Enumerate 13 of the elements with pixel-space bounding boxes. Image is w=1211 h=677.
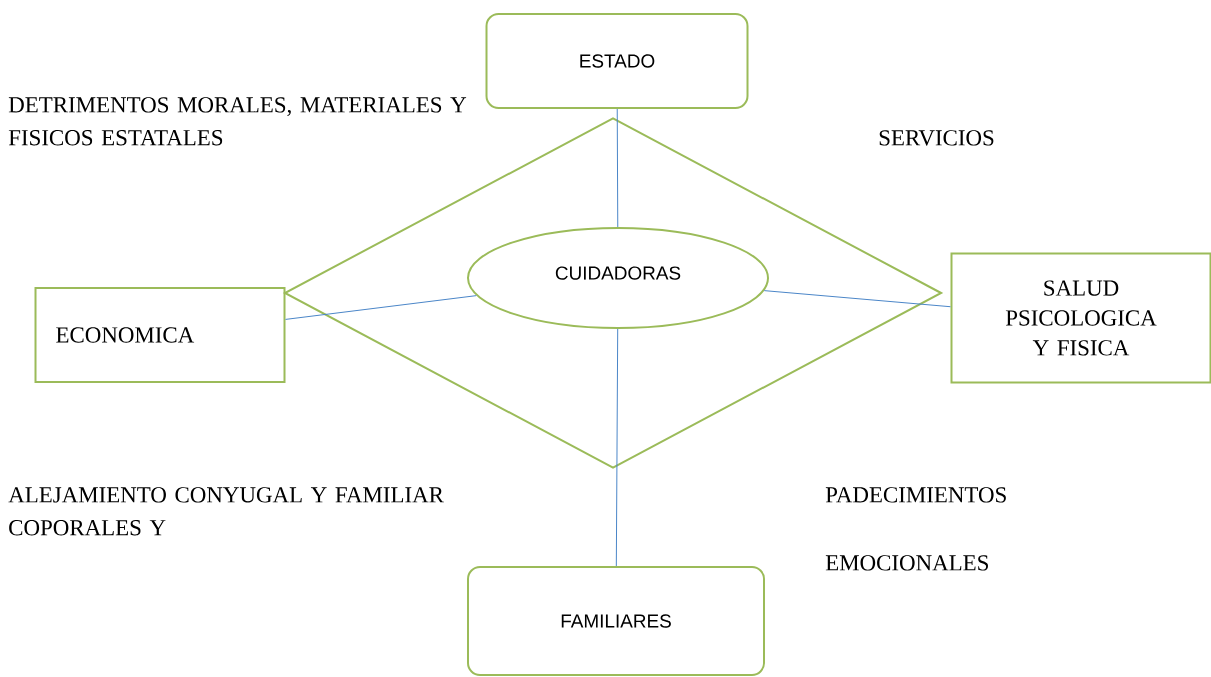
- text-label: DETRIMENTOS MORALES, MATERIALES Y FISICOS ESTATALES: [8, 97, 467, 146]
- ellipse-node: CUIDADORAS: [467, 227, 769, 329]
- text-label: PADECIMIENTOS: [825, 487, 1006, 503]
- rounded-box: ESTADO: [485, 13, 749, 109]
- box: SALUD PSICOLOGICA Y FISICA: [950, 252, 1211, 384]
- text-label: SERVICIOS: [879, 130, 994, 146]
- connector-line: [615, 328, 619, 567]
- box: ECONOMICA: [34, 287, 286, 383]
- connector-line: [763, 290, 951, 308]
- text-label: EMOCIONALES: [825, 555, 988, 571]
- rounded-box: FAMILIARES: [467, 566, 765, 676]
- text-label: ALEJAMIENTO CONYUGAL Y FAMILIAR COPORALES Y: [8, 487, 444, 536]
- connector-line: [285, 295, 477, 320]
